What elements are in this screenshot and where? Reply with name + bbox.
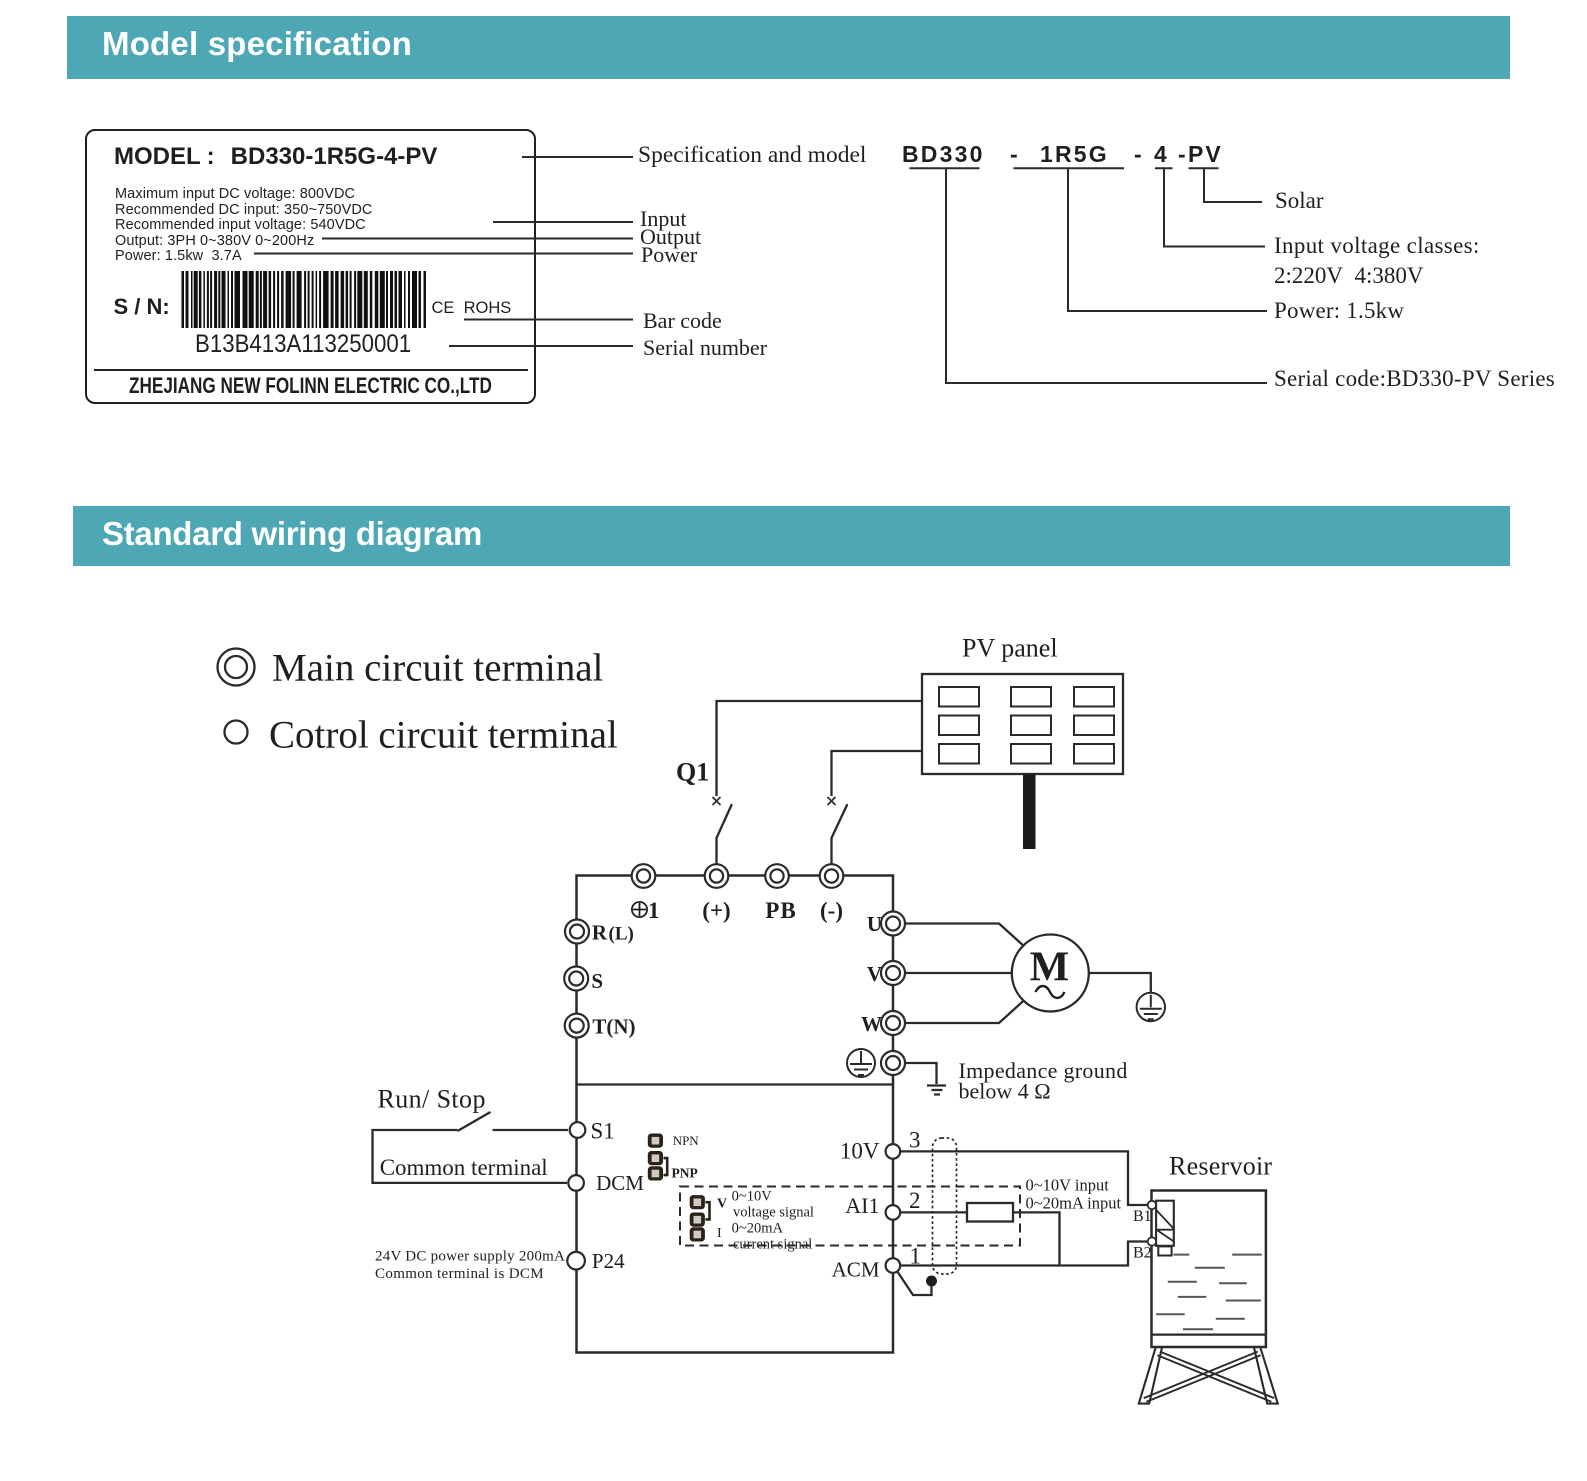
svg-text:(L): (L) <box>609 924 634 945</box>
svg-text:V: V <box>867 962 882 986</box>
svg-text:Common terminal: Common terminal <box>380 1155 548 1180</box>
svg-text:Main circuit terminal: Main circuit terminal <box>272 647 604 690</box>
svg-text:Common terminal is DCM: Common terminal is DCM <box>375 1266 544 1282</box>
svg-text:24V DC power supply 200mA: 24V DC power supply 200mA <box>375 1249 565 1265</box>
svg-text:I: I <box>717 1226 722 1241</box>
svg-text:Reservoir: Reservoir <box>1169 1152 1272 1181</box>
svg-text:U: U <box>867 912 882 936</box>
svg-text:0~10V: 0~10V <box>732 1189 773 1205</box>
svg-text:current signal: current signal <box>733 1237 812 1253</box>
svg-text:(+): (+) <box>702 898 730 923</box>
svg-text:1: 1 <box>910 1244 922 1269</box>
svg-text:(-): (-) <box>820 898 843 923</box>
svg-text:R: R <box>592 921 608 945</box>
svg-text:0~20mA input: 0~20mA input <box>1026 1194 1122 1213</box>
svg-text:P24: P24 <box>592 1249 625 1273</box>
svg-text:PB: PB <box>765 898 796 923</box>
svg-text:10V: 10V <box>840 1138 880 1163</box>
svg-text:W: W <box>861 1012 882 1036</box>
svg-text:0~20mA: 0~20mA <box>732 1221 784 1237</box>
svg-text:below 4 Ω: below 4 Ω <box>959 1079 1051 1104</box>
svg-text:T(N): T(N) <box>592 1015 635 1039</box>
svg-text:V: V <box>717 1197 727 1212</box>
svg-text:B2: B2 <box>1133 1245 1152 1262</box>
svg-text:Impedance ground: Impedance ground <box>959 1058 1128 1083</box>
svg-text:3: 3 <box>909 1127 921 1152</box>
svg-text:NPN: NPN <box>673 1133 700 1148</box>
svg-text:PV panel: PV panel <box>962 634 1058 663</box>
svg-text:Run/ Stop: Run/ Stop <box>378 1085 486 1114</box>
svg-text:voltage signal: voltage signal <box>733 1205 814 1221</box>
svg-text:AI1: AI1 <box>845 1193 879 1218</box>
svg-text:Cotrol circuit terminal: Cotrol circuit terminal <box>269 714 618 757</box>
svg-text:S: S <box>591 969 603 993</box>
svg-text:1: 1 <box>648 898 660 923</box>
svg-text:DCM: DCM <box>596 1171 644 1195</box>
svg-text:0~10V input: 0~10V input <box>1026 1176 1110 1195</box>
svg-text:PNP: PNP <box>672 1166 698 1181</box>
svg-text:2: 2 <box>909 1188 921 1213</box>
svg-text:ACM: ACM <box>832 1258 880 1282</box>
svg-text:B1: B1 <box>1133 1208 1152 1225</box>
svg-text:Q1: Q1 <box>676 758 709 787</box>
svg-text:M: M <box>1030 945 1070 991</box>
svg-text:S1: S1 <box>591 1119 615 1144</box>
